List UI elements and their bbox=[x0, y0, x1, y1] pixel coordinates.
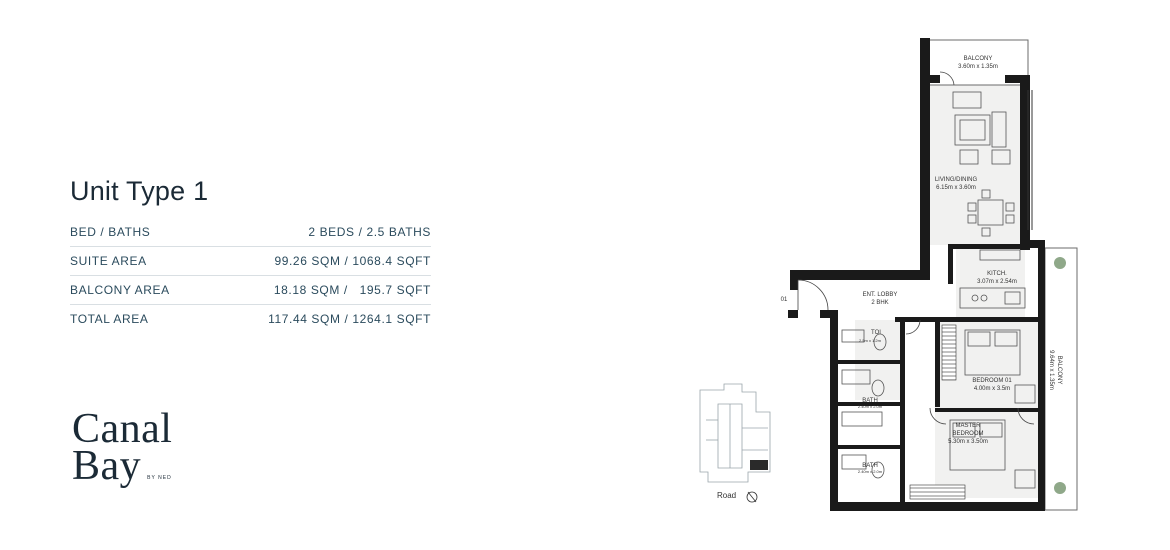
brand-logo: Canal Bay BY NED bbox=[72, 406, 173, 496]
compass-icon bbox=[746, 491, 758, 503]
spec-row-balcony-area: BALCONY AREA 18.18 SQM / 195.7 SQFT bbox=[70, 276, 431, 305]
dims-kitchen: 3.07m x 2.54m bbox=[977, 279, 1017, 285]
dims-bedroom1: 4.00m x 3.5m bbox=[974, 386, 1010, 392]
spec-label: BED / BATHS bbox=[70, 225, 151, 239]
label-master-2: BEDROOM bbox=[952, 431, 983, 437]
key-plan-highlight bbox=[750, 460, 768, 470]
dims-bath1: 2.40m x 2.0m bbox=[858, 404, 883, 409]
spec-row-suite-area: SUITE AREA 99.26 SQM / 1068.4 SQFT bbox=[70, 247, 431, 276]
label-kitchen: KITCH. bbox=[987, 271, 1007, 277]
spec-value: 18.18 SQM / 195.7 SQFT bbox=[273, 283, 431, 297]
label-master: MASTER bbox=[955, 423, 981, 429]
spec-row-bed-baths: BED / BATHS 2 BEDS / 2.5 BATHS bbox=[70, 218, 431, 247]
label-balcony-side: BALCONY bbox=[1056, 356, 1062, 385]
spec-label: SUITE AREA bbox=[70, 254, 147, 268]
dims-living: 6.15m x 3.60m bbox=[936, 185, 976, 191]
spec-value: 99.26 SQM / 1068.4 SQFT bbox=[274, 254, 431, 268]
label-bedroom1: BEDROOM 01 bbox=[972, 378, 1012, 384]
label-toilet: TOI bbox=[871, 330, 881, 336]
label-bath1: BATH bbox=[862, 398, 878, 404]
wardrobe-bedroom1 bbox=[941, 324, 957, 381]
doors bbox=[797, 71, 1035, 425]
key-plan: Road bbox=[699, 383, 771, 503]
bed-bedroom1 bbox=[964, 329, 1036, 404]
spec-value: 2 BEDS / 2.5 BATHS bbox=[308, 225, 431, 239]
dims-toilet: 2.5m x 1.2m bbox=[859, 338, 882, 343]
dims-lobby: 2 BHK bbox=[871, 300, 888, 306]
label-balcony-top: BALCONY bbox=[964, 56, 993, 62]
logo-line1: Canal bbox=[72, 406, 173, 452]
walls bbox=[788, 38, 1045, 511]
dims-balcony-side: 9.64m x 1.35m bbox=[1048, 350, 1054, 390]
label-bath2: BATH bbox=[862, 463, 878, 469]
logo-tagline: BY NED bbox=[147, 475, 172, 481]
plant-icon bbox=[1054, 257, 1066, 494]
kitchen-counter bbox=[959, 249, 1026, 309]
dims-bath2: 2.40m x 2.0m bbox=[858, 469, 883, 474]
spec-row-total-area: TOTAL AREA 117.44 SQM / 1264.1 SQFT bbox=[70, 305, 431, 333]
bath-fixtures bbox=[841, 329, 887, 479]
living-furniture bbox=[952, 91, 1015, 237]
spec-label: TOTAL AREA bbox=[70, 312, 149, 326]
label-lobby: ENT. LOBBY bbox=[863, 292, 898, 298]
label-living: LIVING/DINING bbox=[935, 177, 978, 183]
specs-table: BED / BATHS 2 BEDS / 2.5 BATHS SUITE ARE… bbox=[70, 218, 431, 333]
dims-balcony-top: 3.60m x 1.35m bbox=[958, 64, 998, 70]
road-label: Road bbox=[717, 491, 736, 500]
spec-value: 117.44 SQM / 1264.1 SQFT bbox=[268, 312, 431, 326]
logo-line2: Bay bbox=[72, 443, 142, 489]
spec-label: BALCONY AREA bbox=[70, 283, 170, 297]
wardrobe-master bbox=[909, 484, 966, 500]
entry-mark: 01 bbox=[781, 297, 788, 303]
floor-plan: BALCONY 3.60m x 1.35m LIVING/DINING 6.15… bbox=[781, 38, 1078, 511]
bed-master bbox=[949, 419, 1036, 489]
unit-title: Unit Type 1 bbox=[70, 176, 209, 206]
dims-master: 5.30m x 3.50m bbox=[948, 439, 988, 445]
